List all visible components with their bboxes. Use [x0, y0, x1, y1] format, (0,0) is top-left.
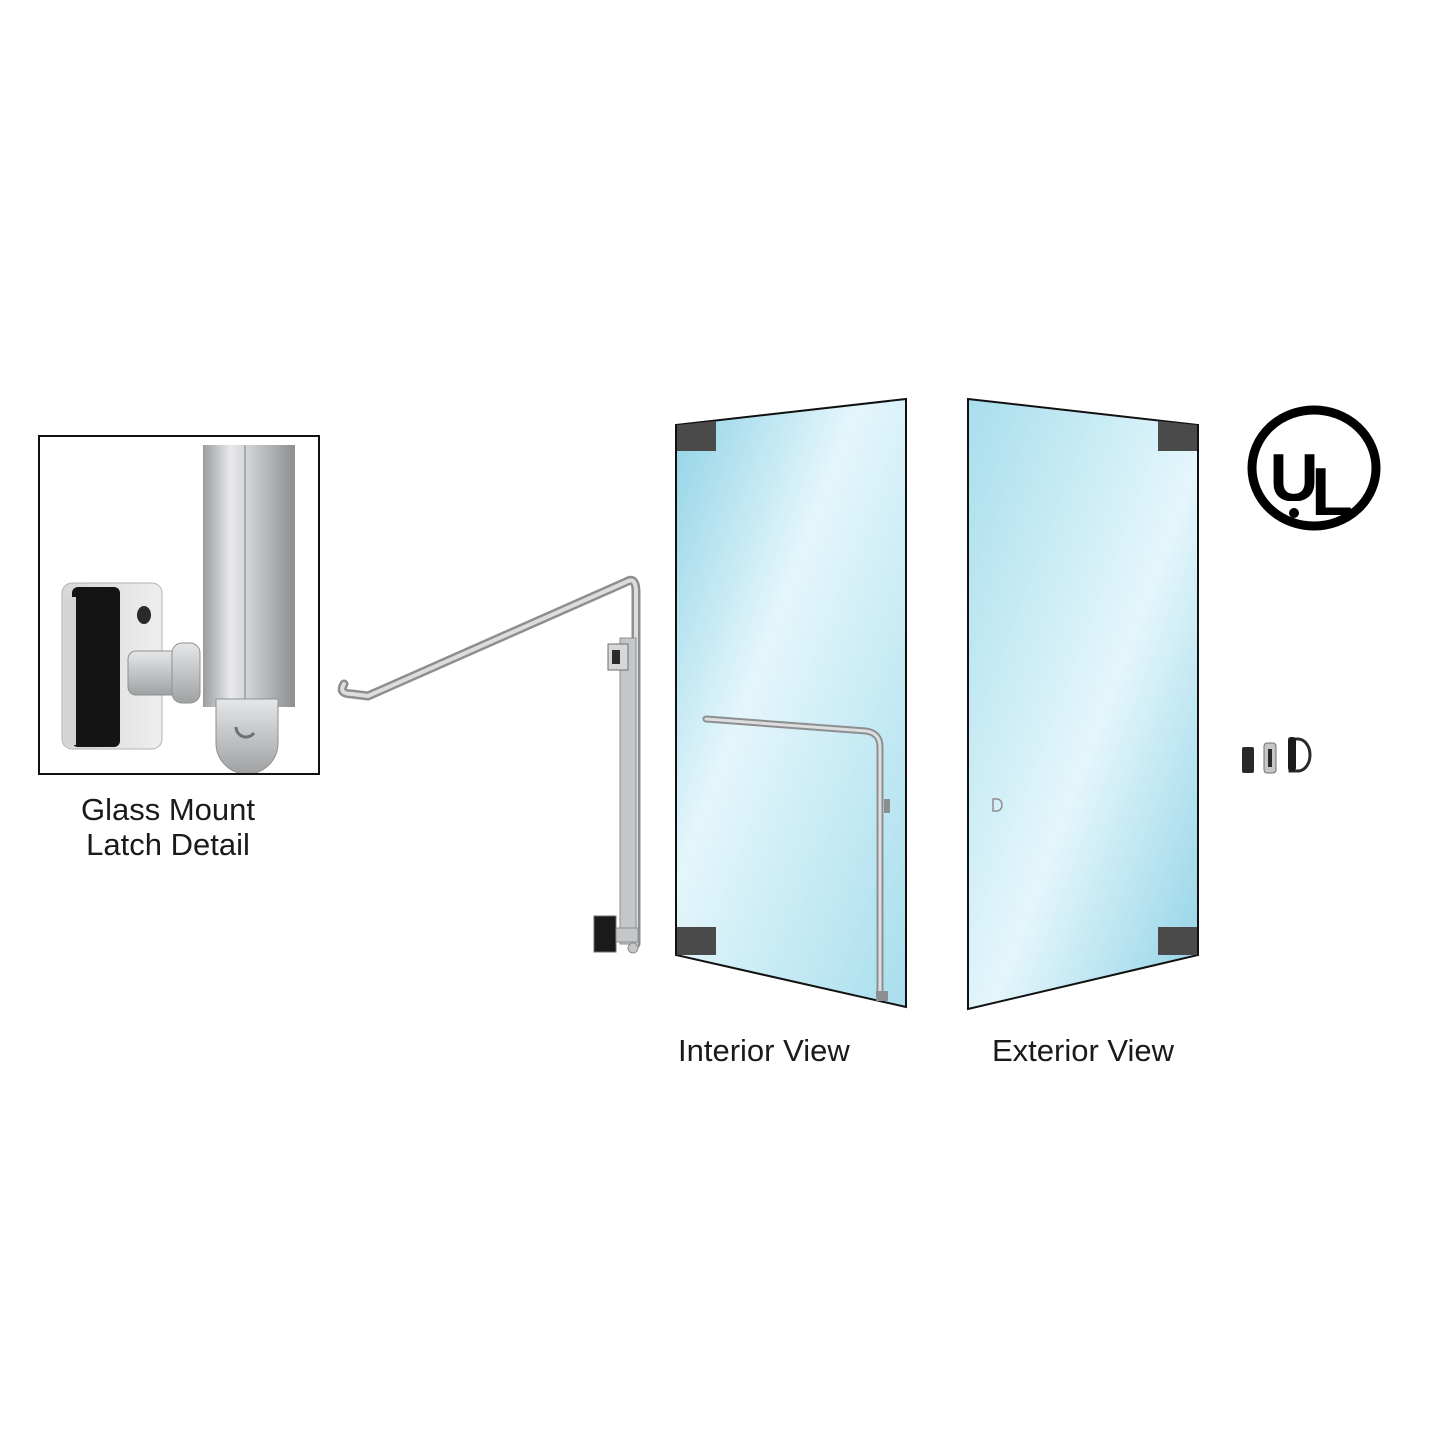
interior-door-glass-icon	[675, 397, 907, 1009]
latch-detail-caption-line1: Glass Mount	[80, 792, 255, 827]
exterior-view-label: Exterior View	[992, 1033, 1175, 1068]
lock-components-icon	[1242, 737, 1312, 774]
ul-listed-logo-icon: U L	[1247, 405, 1381, 531]
ladder-pull-hardware-icon	[337, 575, 641, 954]
glass-mount-latch-icon	[61, 445, 295, 773]
ul-logo-letter-l: L	[1311, 454, 1353, 530]
latch-detail-caption-line2: Latch Detail	[86, 827, 250, 862]
interior-view-label: Interior View	[678, 1033, 850, 1068]
latch-detail-image	[38, 435, 320, 775]
exterior-door-glass-icon	[967, 397, 1199, 1011]
latch-detail-caption: Glass Mount Latch Detail	[38, 792, 298, 862]
